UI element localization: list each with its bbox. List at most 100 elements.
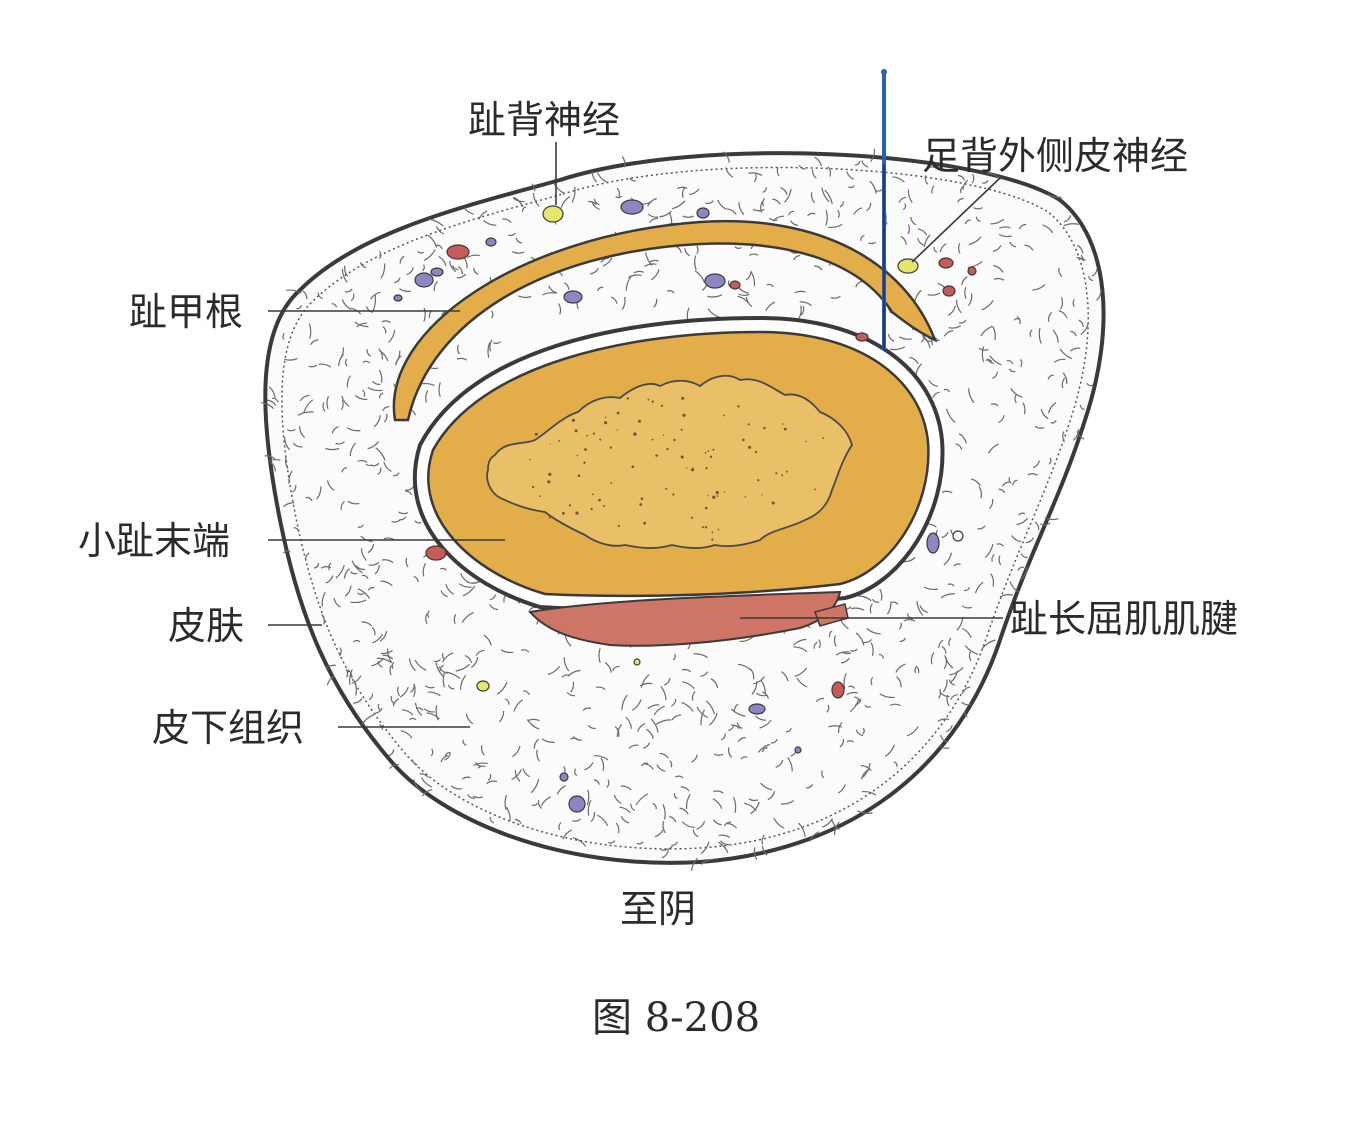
- tissue-fiber: [839, 201, 844, 208]
- tissue-fiber: [302, 290, 308, 300]
- tissue-fiber: [922, 335, 932, 343]
- tissue-fiber: [453, 614, 457, 625]
- tissue-fiber: [691, 754, 698, 763]
- tissue-fiber: [737, 663, 752, 671]
- tissue-fiber: [781, 671, 789, 682]
- tissue-fiber: [753, 173, 757, 183]
- tissue-fiber: [1018, 223, 1027, 230]
- tissue-fiber: [488, 603, 499, 611]
- tissue-fiber: [681, 668, 691, 673]
- tissue-fiber: [958, 242, 961, 254]
- tissue-fiber: [368, 693, 374, 701]
- tissue-fiber: [826, 704, 830, 713]
- marrow-speck: [631, 465, 635, 469]
- tissue-fiber: [705, 700, 715, 715]
- toe-dorsal-nerve-section: [542, 205, 564, 223]
- tissue-fiber: [427, 610, 430, 619]
- tissue-fiber: [961, 701, 971, 706]
- tissue-fiber: [726, 208, 737, 215]
- tissue-fiber: [694, 255, 697, 271]
- bone-marrow: [486, 374, 853, 549]
- tissue-fiber: [862, 727, 865, 735]
- tissue-fiber: [849, 698, 860, 713]
- tissue-fiber: [615, 195, 623, 199]
- tissue-fiber: [948, 679, 956, 686]
- tissue-fiber: [902, 203, 907, 211]
- tissue-fiber: [360, 548, 367, 561]
- tissue-fiber: [492, 341, 501, 344]
- tissue-fiber: [491, 310, 494, 319]
- marrow-speck: [638, 419, 641, 423]
- tissue-fiber: [522, 768, 531, 778]
- tissue-fiber: [792, 638, 807, 646]
- tissue-fiber: [1058, 309, 1068, 319]
- marrow-speck: [709, 455, 713, 458]
- tissue-fiber: [597, 172, 608, 183]
- tissue-fiber: [961, 686, 971, 695]
- tissue-fiber: [1034, 425, 1045, 429]
- tissue-fiber: [696, 821, 706, 830]
- tissue-fiber: [989, 355, 1002, 366]
- tissue-fiber: [800, 305, 805, 316]
- tissue-fiber: [818, 639, 821, 649]
- tissue-fiber: [586, 789, 590, 806]
- tissue-fiber: [798, 165, 806, 170]
- marrow-speck: [692, 467, 694, 469]
- tissue-fiber: [923, 234, 931, 248]
- tissue-fiber: [833, 635, 837, 647]
- tissue-fiber: [903, 557, 916, 563]
- marrow-speck: [647, 398, 650, 401]
- marrow-speck: [604, 416, 607, 419]
- tissue-fiber: [357, 588, 371, 599]
- marrow-speck: [680, 428, 683, 431]
- tissue-fiber: [943, 552, 953, 566]
- tissue-fiber: [452, 265, 459, 271]
- tissue-fiber: [998, 415, 1005, 424]
- tissue-fiber: [762, 187, 768, 193]
- tissue-fiber: [949, 667, 964, 676]
- tissue-fiber: [681, 701, 694, 712]
- tissue-fiber: [477, 765, 486, 769]
- tissue-fiber: [661, 850, 669, 859]
- marrow-speck: [569, 414, 571, 416]
- tissue-fiber: [496, 681, 508, 695]
- tissue-fiber: [1022, 402, 1026, 415]
- tissue-fiber: [326, 675, 335, 686]
- marrow-speck: [639, 503, 643, 506]
- tissue-fiber: [828, 630, 833, 638]
- tissue-fiber: [907, 189, 913, 203]
- tissue-fiber: [444, 752, 451, 761]
- tissue-fiber: [869, 180, 877, 194]
- tissue-fiber: [593, 779, 600, 785]
- tissue-fiber: [938, 639, 944, 649]
- tissue-fiber: [537, 800, 543, 809]
- tissue-fiber: [335, 564, 345, 579]
- tissue-fiber: [375, 447, 386, 461]
- marrow-speck: [548, 516, 551, 519]
- tissue-fiber: [563, 657, 570, 672]
- tissue-fiber: [944, 655, 954, 669]
- tissue-fiber: [381, 320, 391, 324]
- tissue-fiber: [999, 594, 1013, 598]
- tissue-fiber: [910, 217, 917, 226]
- tissue-fiber: [692, 829, 699, 838]
- tissue-fiber: [830, 295, 841, 299]
- tissue-fiber: [531, 183, 536, 192]
- tissue-fiber: [333, 597, 341, 608]
- tissue-fiber: [950, 694, 958, 700]
- tissue-fiber: [964, 287, 967, 299]
- tissue-fiber: [762, 198, 766, 207]
- tissue-fiber: [1020, 566, 1028, 581]
- tissue-fiber: [748, 798, 759, 802]
- tissue-fiber: [423, 307, 426, 322]
- tissue-fiber: [636, 841, 644, 845]
- marrow-speck: [575, 511, 579, 515]
- tissue-fiber: [733, 796, 737, 814]
- tissue-fiber: [382, 654, 394, 660]
- tissue-fiber: [827, 166, 832, 177]
- tissue-fiber: [971, 478, 981, 487]
- leader-lines: [268, 142, 1003, 728]
- marrow-speck: [680, 455, 684, 459]
- tissue-fiber: [745, 296, 753, 308]
- tissue-fiber: [394, 277, 401, 284]
